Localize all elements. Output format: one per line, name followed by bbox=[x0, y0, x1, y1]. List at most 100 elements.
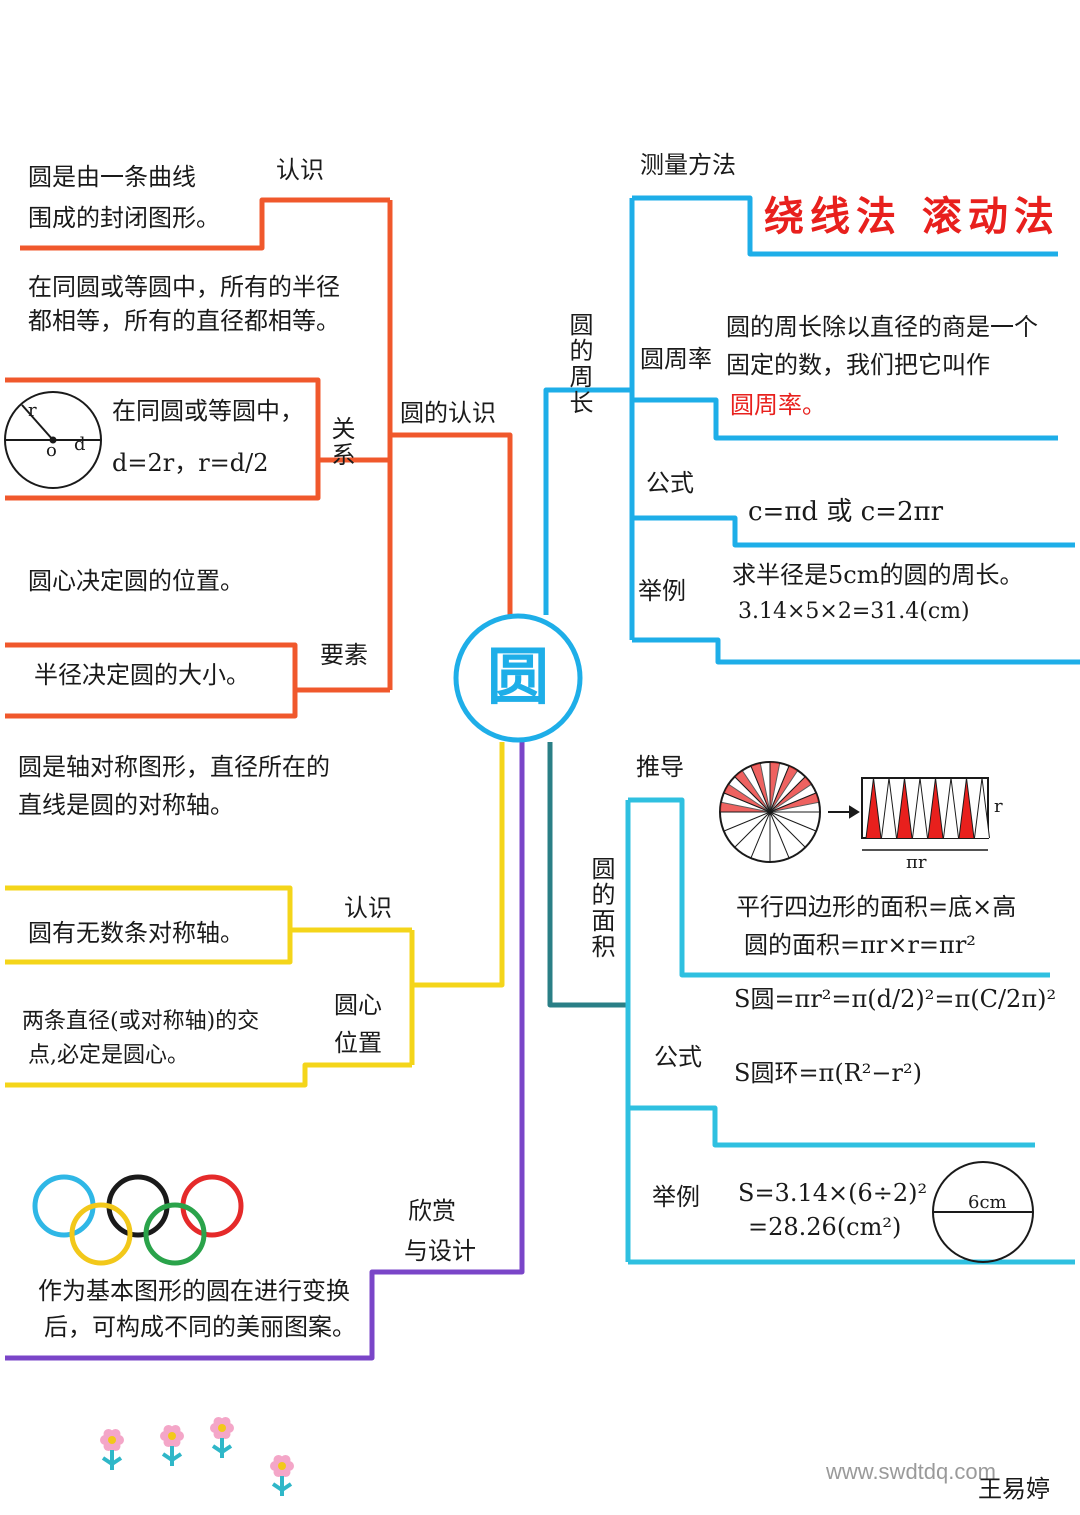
circ-formula-label: 公式 bbox=[646, 469, 694, 497]
derive-text-line1: 平行四边形的面积=底×高 bbox=[736, 893, 1017, 921]
olympic-ring bbox=[69, 1202, 133, 1266]
symmetry-intro-line2: 直线是圆的对称轴。 bbox=[18, 791, 234, 819]
diagram-r-label: r bbox=[28, 400, 37, 421]
sector-line bbox=[769, 811, 806, 848]
diagram-d-label: d bbox=[74, 434, 86, 455]
parallelogram-strip bbox=[943, 777, 959, 839]
sector-line bbox=[734, 811, 771, 848]
parallelogram-strip bbox=[927, 777, 944, 839]
measure-methods-text: 绕线法 滚动法 bbox=[764, 193, 1060, 240]
circ-example-text-line1: 求半径是5cm的圆的周长。 bbox=[732, 561, 1024, 589]
sector-shade bbox=[769, 761, 781, 813]
pi-text-line2: 固定的数，我们把它叫作 bbox=[726, 351, 990, 379]
pi-label: 圆周率 bbox=[640, 345, 712, 373]
center-title: 圆 bbox=[487, 640, 550, 713]
pi-text-line3: 圆周率。 bbox=[730, 391, 826, 419]
olympic-ring bbox=[180, 1174, 244, 1238]
sector-shade bbox=[769, 775, 813, 813]
watermark: www.swdtdq.com bbox=[826, 1459, 996, 1484]
flower-icon bbox=[160, 1424, 184, 1466]
area-example-label: 举例 bbox=[652, 1183, 700, 1211]
example-circle-label: 6cm bbox=[968, 1192, 1007, 1213]
definition-label: 认识 bbox=[276, 156, 324, 184]
design-label-line1: 欣赏 bbox=[408, 1197, 456, 1225]
sector-shade bbox=[750, 762, 771, 813]
center-pos-label-line1: 圆心 bbox=[334, 991, 382, 1019]
flowers-decoration bbox=[100, 1416, 294, 1496]
olympic-ring bbox=[143, 1202, 207, 1266]
parallelogram-strip bbox=[912, 777, 928, 839]
center-pos-label-line2: 位置 bbox=[334, 1029, 382, 1057]
olympic-ring bbox=[106, 1174, 170, 1238]
definition-text-line2: 围成的封闭图形。 bbox=[28, 204, 220, 232]
circ-formula-text: c=πd 或 c=2πr bbox=[748, 497, 944, 527]
olympic-ring bbox=[32, 1174, 96, 1238]
sector-line bbox=[769, 811, 817, 832]
example-circle-diagram bbox=[932, 1161, 1034, 1263]
circ-example-label: 举例 bbox=[638, 577, 686, 605]
design-text-line1: 作为基本图形的圆在进行变换 bbox=[38, 1277, 350, 1305]
symmetry-intro-line1: 圆是轴对称图形，直径所在的 bbox=[18, 753, 330, 781]
arrow-icon bbox=[828, 805, 860, 819]
relation-label: 关系 bbox=[327, 416, 355, 468]
elements-label: 要素 bbox=[320, 641, 368, 669]
derive-label: 推导 bbox=[636, 753, 684, 781]
area-formula-circle: S圆=πr²=π(d/2)²=π(C/2π)² bbox=[734, 985, 1057, 1013]
flower-icon bbox=[100, 1428, 124, 1470]
center-circle bbox=[453, 613, 583, 743]
parallelogram-strip bbox=[896, 777, 913, 839]
sector-shade bbox=[769, 765, 799, 813]
parallelogram-strip bbox=[958, 777, 975, 839]
cyan-area-lines bbox=[625, 797, 1075, 1265]
blue-circumference-lines bbox=[543, 195, 1080, 665]
area-formula-label: 公式 bbox=[654, 1043, 702, 1071]
recognition-label: 圆的认识 bbox=[400, 399, 496, 427]
sector-circle-diagram bbox=[719, 761, 821, 863]
sector-shade bbox=[769, 792, 820, 813]
derive-text-line2: 圆的面积=πr×r=πr² bbox=[744, 931, 976, 959]
center-position-text: 圆心决定圆的位置。 bbox=[28, 567, 244, 595]
olympic-rings bbox=[32, 1174, 244, 1266]
radius-text-line2: 都相等，所有的直径都相等。 bbox=[28, 307, 340, 335]
measure-label: 测量方法 bbox=[640, 151, 736, 179]
teal-area-lines bbox=[547, 742, 628, 1008]
definition-text-line1: 圆是由一条曲线 bbox=[28, 163, 196, 191]
sector-shade bbox=[719, 801, 771, 813]
sector-line bbox=[723, 811, 771, 832]
center-pos-text-line1: 两条直径(或对称轴)的交 bbox=[22, 1009, 260, 1034]
parallelogram-strip bbox=[881, 777, 897, 839]
sector-line bbox=[769, 811, 790, 859]
relation-formula: d=2r，r=d/2 bbox=[112, 449, 269, 477]
parallelogram-diagram bbox=[861, 777, 990, 851]
sector-shade bbox=[723, 783, 771, 813]
sector-line bbox=[750, 811, 771, 859]
center-pos-text-line2: 点,必定是圆心。 bbox=[28, 1043, 189, 1068]
flower-icon bbox=[210, 1416, 234, 1458]
design-text-line2: 后，可构成不同的美丽图案。 bbox=[44, 1313, 356, 1341]
parallelogram-base-label: πr bbox=[906, 852, 927, 873]
parallelogram-height-label: r bbox=[994, 796, 1003, 817]
author-signature: 王易婷 bbox=[978, 1475, 1050, 1503]
circumference-label: 圆的周长 bbox=[565, 312, 593, 416]
radius-size-text: 半径决定圆的大小。 bbox=[34, 661, 250, 689]
purple-branch-lines bbox=[5, 742, 525, 1361]
symmetry-know-text: 圆有无数条对称轴。 bbox=[28, 919, 244, 947]
diagram-o-label: o bbox=[46, 440, 57, 461]
pi-text-line1: 圆的周长除以直径的商是一个 bbox=[726, 313, 1038, 341]
flower-icon bbox=[270, 1454, 294, 1496]
yellow-branch-lines bbox=[5, 742, 505, 1088]
sector-shade bbox=[733, 769, 771, 813]
area-label: 圆的面积 bbox=[587, 856, 615, 960]
relation-text: 在同圆或等圆中， bbox=[112, 397, 304, 425]
area-example-text-line2: =28.26(cm²) bbox=[748, 1213, 902, 1241]
design-label-line2: 与设计 bbox=[404, 1237, 476, 1265]
parallelogram-strip bbox=[865, 777, 882, 839]
circ-example-text-line2: 3.14×5×2=31.4(cm) bbox=[738, 599, 970, 624]
area-example-text-line1: S=3.14×(6÷2)² bbox=[738, 1179, 928, 1207]
radius-diagram bbox=[4, 391, 102, 489]
orange-branch-lines bbox=[5, 197, 513, 719]
parallelogram-strip bbox=[974, 777, 990, 839]
radius-text-line1: 在同圆或等圆中，所有的半径 bbox=[28, 273, 340, 301]
area-formula-ring: S圆环=π(R²−r²) bbox=[734, 1059, 922, 1087]
